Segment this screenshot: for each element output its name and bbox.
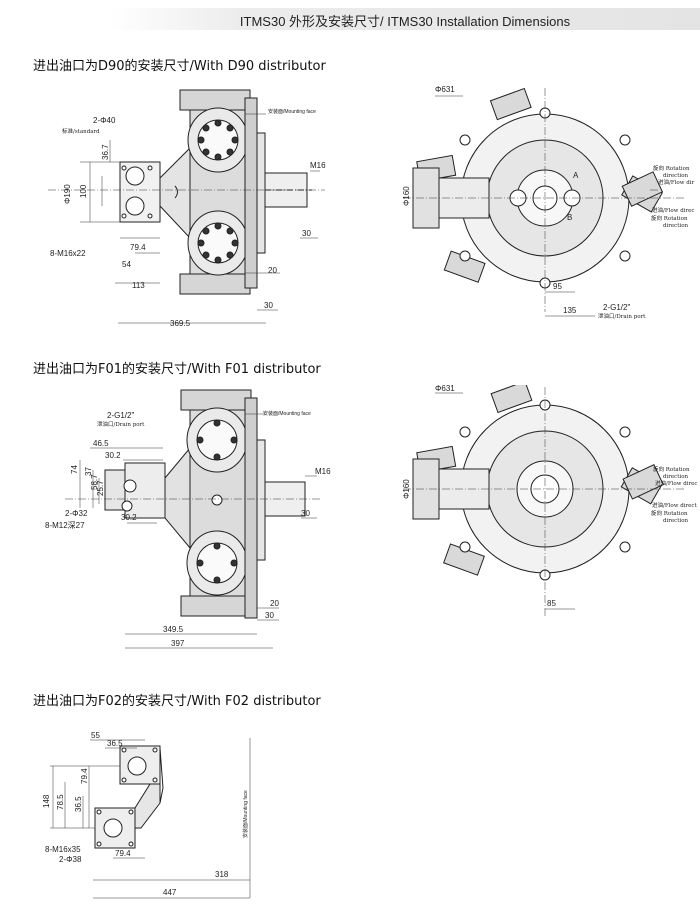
d90-rotation-2: 旋向 Rotation: [651, 214, 688, 222]
d90-thread: M16: [310, 161, 326, 170]
f01-dim-397: 397: [171, 639, 185, 648]
f01-dim-25-7: 25.7: [96, 480, 105, 496]
d90-flow-1: 进油/Flow dir: [658, 178, 694, 186]
f01-drain-note: 泄油口/Drain port: [97, 420, 145, 428]
f02-dim-447: 447: [163, 888, 177, 897]
f01-dim-74: 74: [70, 465, 79, 474]
d90-mounting-face: 安装面/Mounting face: [268, 108, 316, 115]
f02-side-view: 55 36.5 148 78.5 36.5 79.4 79.4 8-M16x35…: [42, 731, 251, 899]
f01-front-view: Φ631 Φ160 旋向 Rotation direction 进油/Flow …: [402, 385, 697, 617]
f01-thread: M16: [315, 467, 331, 476]
f02-dim-36-5: 36.5: [74, 796, 83, 812]
f02-dim-78-5: 78.5: [56, 794, 65, 810]
f02-port-size: 2-Φ38: [59, 855, 82, 864]
f01-front-dia-left: Φ160: [402, 479, 411, 499]
d90-port-b: B: [567, 213, 572, 222]
d90-dim-113: 113: [132, 281, 145, 290]
f01-rotation-1b: direction: [663, 474, 689, 480]
d90-flow-2: 进油/Flow direc: [652, 206, 694, 214]
d90-port-note: 标准/standard: [62, 127, 100, 135]
f01-mounting-face: 安装面/Mounting face: [263, 410, 311, 417]
f01-rotation-2: 旋向 Rotation: [651, 509, 688, 517]
f02-dim-148: 148: [42, 794, 51, 808]
f01-dim-30-shaft: 30: [301, 509, 310, 518]
d90-dim-54: 54: [122, 260, 131, 269]
f02-dim-36-5-top: 36.5: [107, 739, 123, 748]
d90-rotation-2b: direction: [663, 223, 689, 229]
f02-bolt: 8-M16x35: [45, 845, 81, 854]
f01-rotation-1: 旋向 Rotation: [653, 465, 690, 473]
section-title-f01: 进出油口为F01的安装尺寸/With F01 distributor: [33, 362, 321, 377]
f02-dim-318: 318: [215, 870, 229, 879]
f01-dim-30-bottom: 30: [265, 611, 274, 620]
header-bar: ITMS30 外形及安装尺寸/ ITMS30 Installation Dime…: [110, 8, 700, 30]
f01-dim-349-5: 349.5: [163, 625, 184, 634]
d90-dim-79-4: 79.4: [130, 243, 146, 252]
d90-dim-190: Φ190: [63, 184, 72, 204]
d90-front-dia-top: Φ631: [435, 85, 455, 94]
d90-dim-36-7: 36.7: [101, 144, 110, 160]
page-title: ITMS30 外形及安装尺寸/ ITMS30 Installation Dime…: [239, 14, 571, 29]
f01-flow-2: 进油/Flow direct: [652, 501, 697, 509]
section-title-d90: 进出油口为D90的安装尺寸/With D90 distributor: [33, 59, 326, 74]
d90-port-a: A: [573, 171, 579, 180]
d90-front-dim-135: 135: [563, 306, 577, 315]
f01-dim-30-2-bottom: 30.2: [121, 513, 137, 522]
f01-bolt: 8-M12深27: [45, 521, 85, 530]
f01-flow-1: 进油/Flow direc: [655, 479, 697, 487]
d90-front-dim-95: 95: [553, 282, 562, 291]
d90-front-dia-left: Φ160: [402, 186, 411, 206]
f01-dim-37: 37: [84, 467, 93, 476]
d90-drain-note: 泄油口/Drain port: [598, 312, 646, 320]
d90-dim-30-bottom: 30: [264, 301, 273, 310]
f01-rotation-2b: direction: [663, 518, 689, 524]
f01-dim-20: 20: [270, 599, 279, 608]
f01-front-dim-85: 85: [547, 599, 556, 608]
f01-side-view: 2-G1/2" 泄油口/Drain port 安装面/Mounting face…: [45, 389, 331, 649]
d90-front-view: Φ631 Φ160 A B 旋向 Rotation direction 进油/F…: [402, 85, 694, 320]
f01-dim-58-7: 58.7: [90, 474, 99, 490]
d90-dim-369-5: 369.5: [170, 319, 191, 328]
d90-rotation-1: 旋向 Rotation: [653, 164, 690, 172]
d90-bolt: 8-M16x22: [50, 249, 86, 258]
d90-port-size: 2-Φ40: [93, 116, 116, 125]
d90-dim-100: 100: [79, 184, 88, 198]
section-title-f02: 进出油口为F02的安装尺寸/With F02 distributor: [33, 694, 321, 709]
f01-dim-30-2-top: 30.2: [105, 451, 121, 460]
f01-dim-46-5: 46.5: [93, 439, 109, 448]
d90-side-view: 2-Φ40 标准/standard 安装面/Mounting face M16 …: [48, 89, 326, 328]
f02-dim-79-4-vertical: 79.4: [80, 768, 89, 784]
f01-front-dia-top: Φ631: [435, 385, 455, 393]
d90-rotation-1b: direction: [663, 173, 689, 179]
f01-port-size: 2-Φ32: [65, 509, 88, 518]
f02-mounting-face: 安装面/Mounting face: [242, 790, 249, 838]
f01-drain: 2-G1/2": [107, 411, 134, 420]
f02-dim-79-4-horizontal: 79.4: [115, 849, 131, 858]
d90-dim-20: 20: [268, 266, 277, 275]
d90-dim-30-shaft: 30: [302, 229, 311, 238]
f02-dim-55: 55: [91, 731, 100, 740]
d90-drain: 2-G1/2": [603, 303, 630, 312]
